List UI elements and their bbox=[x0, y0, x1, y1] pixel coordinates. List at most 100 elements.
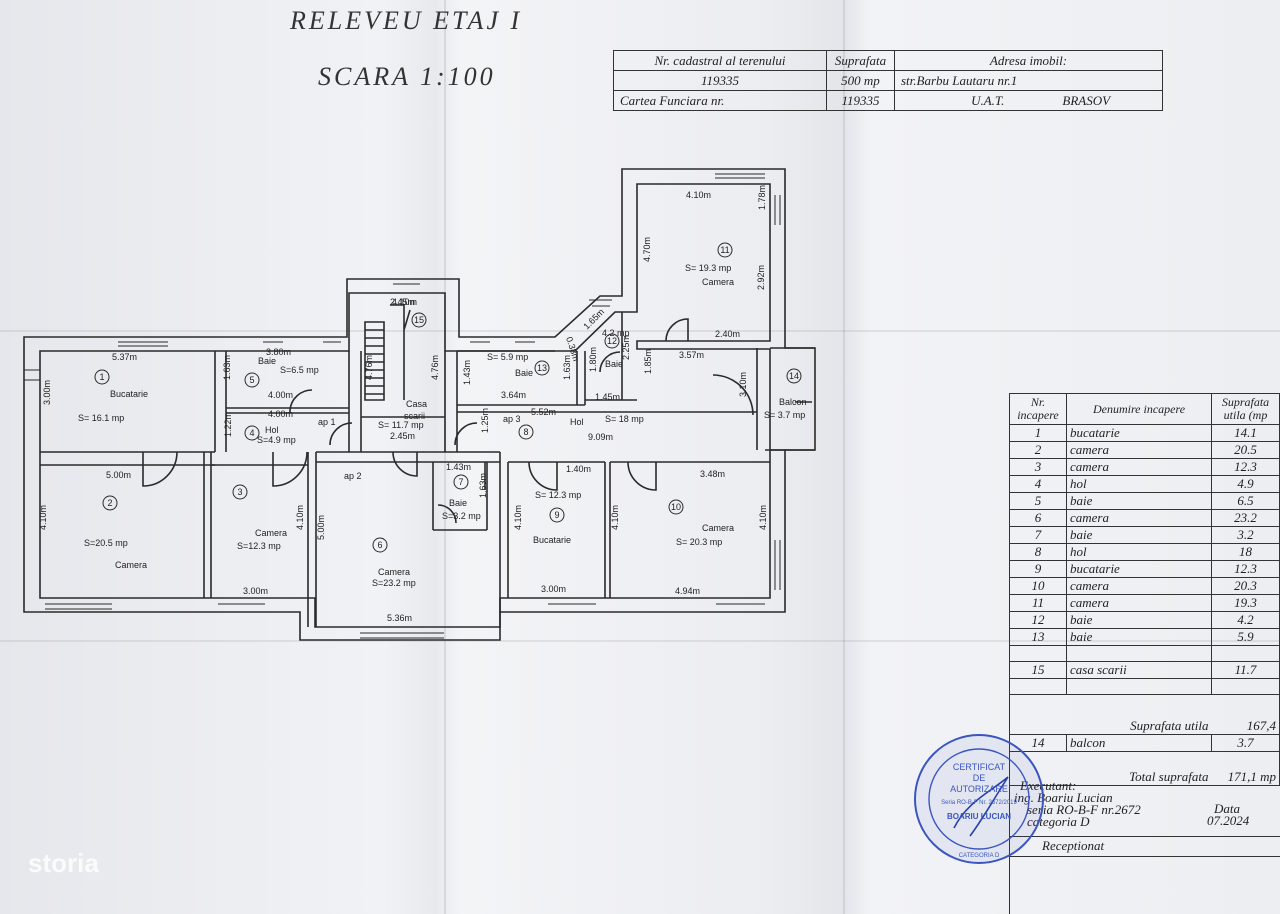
room-area: 20.5 bbox=[1211, 441, 1280, 459]
plan-dimension: 3.00m bbox=[541, 584, 566, 594]
authorization-stamp: CERTIFICAT DE AUTORIZARE Seria RO-B-F Nr… bbox=[914, 734, 1044, 864]
plan-room-label: S=12.3 mp bbox=[237, 541, 281, 551]
plan-room-label: Bucatarie bbox=[533, 535, 571, 545]
room-area: 23.2 bbox=[1211, 509, 1280, 527]
plan-dimension: 1.40m bbox=[566, 464, 591, 474]
plan-room-label: ap 1 bbox=[318, 417, 336, 427]
plan-dimension: 1.25m bbox=[480, 408, 490, 433]
plan-room-label: Bucatarie bbox=[110, 389, 148, 399]
balcon-name: balcon bbox=[1066, 734, 1212, 752]
room-number: 7 bbox=[1009, 526, 1067, 544]
plan-dimension: 4.10m bbox=[38, 505, 48, 530]
paper-fold bbox=[444, 0, 446, 914]
plan-dimension: 9.09m bbox=[588, 432, 613, 442]
plan-room-label: Camera bbox=[702, 277, 734, 287]
plan-dimension: 1.45m bbox=[595, 392, 620, 402]
plan-room-label: Baie bbox=[449, 498, 467, 508]
room-area: 11.7 bbox=[1211, 661, 1280, 679]
room-area: 19.3 bbox=[1211, 594, 1280, 612]
plan-room-label: ap 2 bbox=[344, 471, 362, 481]
cadastral-header-area: Suprafata bbox=[826, 50, 895, 71]
plan-dimension: 3.57m bbox=[679, 350, 704, 360]
plan-room-label: 5 bbox=[249, 375, 254, 385]
plan-dimension: 3.80m bbox=[266, 347, 291, 357]
plan-dimension: 4.00m bbox=[268, 390, 293, 400]
room-area: 6.5 bbox=[1211, 492, 1280, 510]
room-name bbox=[1066, 645, 1212, 662]
room-name: camera bbox=[1066, 441, 1212, 459]
util-spacer bbox=[1009, 694, 1067, 735]
room-number: 3 bbox=[1009, 458, 1067, 476]
plan-room-label: S= 18 mp bbox=[605, 414, 644, 424]
plan-room-label: Baie bbox=[258, 356, 276, 366]
plan-room-label: 10 bbox=[671, 502, 681, 512]
room-area bbox=[1211, 678, 1280, 695]
plan-dimension: 5.52m bbox=[531, 407, 556, 417]
plan-room-label: 9 bbox=[554, 510, 559, 520]
room-number: 6 bbox=[1009, 509, 1067, 527]
plan-dimension: 1.43m bbox=[446, 462, 471, 472]
plan-room-label: S= 5.9 mp bbox=[487, 352, 528, 362]
plan-dimension: 1.63m bbox=[222, 355, 232, 380]
plan-dimension: 5.00m bbox=[106, 470, 131, 480]
plan-room-label: Camera bbox=[115, 560, 147, 570]
plan-dimension: 2.40m bbox=[715, 329, 740, 339]
plan-dimension: 4.10m bbox=[610, 505, 620, 530]
watermark: storia bbox=[28, 848, 99, 878]
plan-dimension: 4.00m bbox=[268, 409, 293, 419]
plan-dimension: 3.64m bbox=[501, 390, 526, 400]
plan-room-label: S=23.2 mp bbox=[372, 578, 416, 588]
drawing-title: RELEVEU ETAJ I bbox=[290, 6, 523, 35]
room-number: 12 bbox=[1009, 611, 1067, 629]
date-value: 07.2024 bbox=[1207, 813, 1250, 828]
room-name: camera bbox=[1066, 594, 1212, 612]
plan-dimension: 4.10m bbox=[392, 297, 417, 307]
room-number: 2 bbox=[1009, 441, 1067, 459]
room-number bbox=[1009, 678, 1067, 695]
total-value: 171,1 mp bbox=[1211, 751, 1280, 786]
total-label: Total suprafata bbox=[1066, 751, 1212, 786]
plan-room-label: Baie bbox=[515, 368, 533, 378]
plan-room-label: 2 bbox=[107, 498, 112, 508]
room-area: 12.3 bbox=[1211, 560, 1280, 578]
room-number: 11 bbox=[1009, 594, 1067, 612]
room-name: camera bbox=[1066, 458, 1212, 476]
plan-dimension: 1.85m bbox=[643, 349, 653, 374]
plan-room-label: 3 bbox=[237, 487, 242, 497]
rooms-header-name: Denumire incapere bbox=[1066, 393, 1212, 425]
stamp-line1: CERTIFICAT bbox=[953, 762, 1006, 772]
room-number: 5 bbox=[1009, 492, 1067, 510]
plan-dimension: 4.76m bbox=[364, 355, 374, 380]
stamp-line3: AUTORIZARE bbox=[950, 784, 1008, 794]
cadastral-area: 500 mp bbox=[826, 70, 895, 91]
plan-room-label: 12 bbox=[607, 336, 617, 346]
uat-value: BRASOV bbox=[1010, 90, 1164, 111]
plan-room-label: Casa bbox=[406, 399, 427, 409]
stamp-line6: CATEGORIA D bbox=[959, 853, 1000, 859]
plan-room-label: S=20.5 mp bbox=[84, 538, 128, 548]
plan-room-label: S= 3.7 mp bbox=[764, 410, 805, 420]
plan-dimension: 3.00m bbox=[243, 586, 268, 596]
room-number: 10 bbox=[1009, 577, 1067, 595]
room-number: 13 bbox=[1009, 628, 1067, 646]
plan-room-label: Camera bbox=[255, 528, 287, 538]
room-area: 18 bbox=[1211, 543, 1280, 561]
stamp-line4: Seria RO-B-F Nr. 2672/2019 bbox=[941, 800, 1017, 806]
stamp-line2: DE bbox=[973, 773, 986, 783]
plan-dimension: 2.25m bbox=[621, 335, 631, 360]
plan-dimension: 1.63m bbox=[562, 355, 572, 380]
room-name: baie bbox=[1066, 492, 1212, 510]
paper-fold bbox=[0, 330, 1280, 332]
balcon-area: 3.7 bbox=[1211, 734, 1280, 752]
plan-room-label: 4 bbox=[249, 428, 254, 438]
